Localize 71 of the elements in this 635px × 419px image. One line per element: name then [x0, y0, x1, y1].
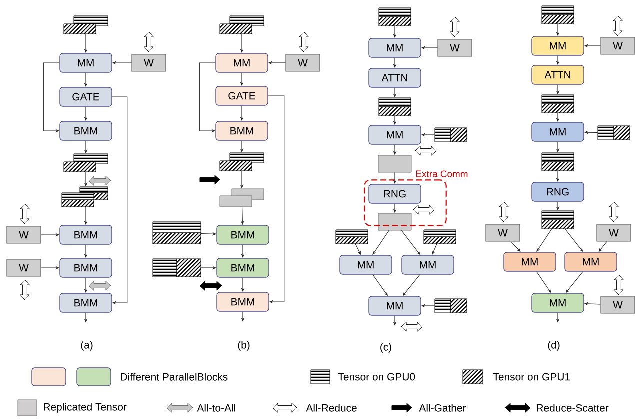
- operator-box: ATTN: [368, 68, 422, 88]
- operator-box: MM: [402, 255, 454, 275]
- operator-box: ATTN: [532, 65, 584, 85]
- operator-box: MM: [60, 53, 112, 73]
- legend-label: All-Reduce: [306, 404, 357, 412]
- tensor-icon: [220, 16, 264, 34]
- weight-box: W: [600, 296, 635, 314]
- tensor-icon: [542, 152, 574, 172]
- legend-label: Different ParallelBlocks: [121, 373, 228, 381]
- operator-box: BMM: [60, 121, 112, 141]
- weight-box: W: [596, 224, 632, 242]
- panel-label: (d): [548, 341, 560, 351]
- operator-box: MM: [368, 125, 422, 145]
- tensor-icon: [152, 222, 202, 244]
- node-label: Extra Comm: [416, 170, 468, 178]
- legend-label: Reduce-Scatter: [537, 404, 609, 412]
- arrow: [112, 96, 128, 305]
- operator-box: BMM: [60, 225, 112, 245]
- operator-box: MM: [368, 296, 422, 316]
- tensor-icon: [336, 230, 368, 244]
- operator-box: BMM: [216, 225, 270, 245]
- operator-box: GATE: [216, 86, 268, 106]
- weight-box: W: [486, 224, 520, 242]
- tensor-icon: [542, 6, 574, 24]
- panel-label: (a): [81, 341, 93, 351]
- replicated-tensor-box: [378, 213, 412, 231]
- tensor-icon: [62, 186, 108, 208]
- weight-box: W: [286, 54, 320, 72]
- legend-label: All-to-All: [197, 404, 236, 412]
- panel-label: (c): [380, 343, 392, 353]
- weight-box: W: [600, 37, 635, 55]
- legend-label: Tensor on GPU1: [493, 373, 570, 381]
- operator-box: MM: [216, 53, 268, 73]
- operator-box: MM: [532, 122, 584, 142]
- replicated-tensor-box: [378, 155, 412, 173]
- operator-box: RNG: [532, 182, 584, 202]
- tensor-icon: [542, 94, 574, 114]
- tensor-icon: [434, 128, 468, 142]
- replicated-tensor-box: [220, 188, 264, 208]
- operator-box: MM: [340, 255, 392, 275]
- operator-box: MM: [368, 38, 422, 58]
- operator-box: BMM: [60, 293, 112, 313]
- weight-box: W: [132, 54, 166, 72]
- operator-box: RNG: [368, 184, 422, 204]
- tensor-icon: [434, 298, 468, 314]
- tensor-icon: [64, 154, 108, 172]
- weight-box: W: [6, 259, 42, 277]
- tensor-icon: [424, 230, 456, 244]
- tensor-icon: [64, 16, 108, 34]
- tensor-icon: [378, 98, 412, 116]
- operator-box: BMM: [216, 121, 268, 141]
- weight-box: W: [6, 226, 42, 244]
- legend-label: Replicated Tensor: [44, 403, 127, 413]
- legend-label: Tensor on GPU0: [338, 373, 416, 381]
- operator-box: MM: [564, 252, 618, 272]
- legend-label: All-Gather: [419, 404, 466, 412]
- tensor-icon: [220, 152, 264, 172]
- operator-box: MM: [532, 36, 584, 56]
- tensor-icon: [378, 8, 412, 26]
- arrow: [268, 96, 285, 304]
- operator-box: MM: [532, 293, 584, 313]
- operator-box: BMM: [60, 258, 112, 278]
- operator-box: BMM: [216, 258, 270, 278]
- tensor-icon: [542, 210, 574, 230]
- panel-label: (b): [238, 341, 250, 351]
- tensor-icon: [152, 258, 202, 278]
- tensor-icon: [598, 126, 630, 140]
- operator-box: BMM: [216, 292, 270, 312]
- operator-box: GATE: [60, 87, 112, 107]
- operator-box: MM: [504, 252, 556, 272]
- weight-box: W: [438, 39, 472, 57]
